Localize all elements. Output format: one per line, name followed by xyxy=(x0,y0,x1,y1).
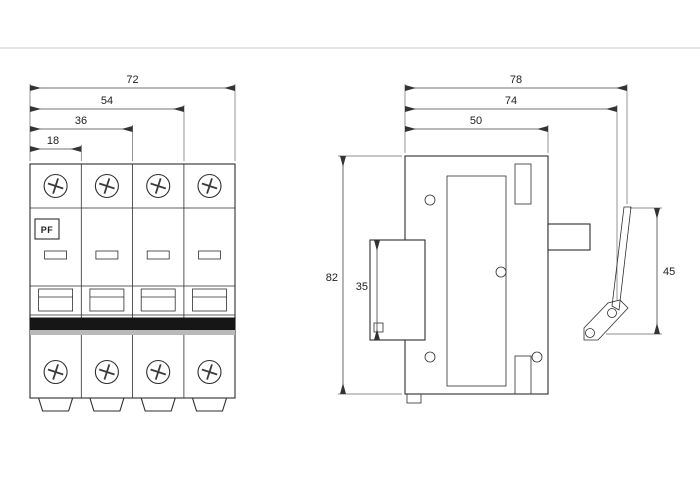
side-extension-lines xyxy=(338,84,662,395)
screw-cross-icon xyxy=(201,364,218,380)
screw-cross-icon xyxy=(47,364,64,380)
terminal-screw-icon xyxy=(197,173,222,199)
indicator-window xyxy=(140,288,176,312)
indicator-window xyxy=(38,288,73,312)
dim-label-front-total: 72 xyxy=(126,74,138,86)
dim-label-front-3pole: 54 xyxy=(101,95,113,107)
rivet-hole-icon xyxy=(424,194,436,206)
screw-cross-icon xyxy=(201,178,218,194)
terminal-block-outline xyxy=(369,239,426,341)
front-dim-54: 54 xyxy=(30,95,184,112)
rivet-hole-icon xyxy=(495,266,507,278)
toggle-lever xyxy=(95,250,119,260)
side-dim-82: 82 xyxy=(326,156,346,394)
terminal-screw-icon xyxy=(94,359,119,385)
pole-module xyxy=(191,173,228,412)
side-dim-74: 74 xyxy=(405,95,617,112)
terminal-screw-icon xyxy=(146,359,171,385)
dim-label-side-total-depth: 78 xyxy=(510,74,522,86)
screw-cross-icon xyxy=(150,178,167,194)
side-dim-35: 35 xyxy=(356,240,380,340)
screw-cross-icon xyxy=(47,178,64,194)
side-inner-contour xyxy=(446,175,507,387)
terminal-screw-icon xyxy=(43,173,68,199)
side-bottom-slot xyxy=(514,355,532,395)
screw-cross-icon xyxy=(99,364,115,380)
rivet-holes xyxy=(424,194,543,363)
side-dim-45: 45 xyxy=(654,208,675,334)
dim-label-side-height: 82 xyxy=(326,272,338,284)
toggle-lever xyxy=(198,250,221,260)
rivet-hole-icon xyxy=(424,351,436,363)
pole-module xyxy=(140,173,176,412)
label-band-gray xyxy=(30,330,235,335)
front-extension-lines xyxy=(29,84,236,161)
pole-dividers xyxy=(80,164,185,398)
pole-module xyxy=(37,173,74,412)
brand-logo: PF xyxy=(34,218,60,240)
terminal-claw xyxy=(191,397,228,412)
label-band-dark xyxy=(29,317,236,331)
brand-logo-label: PF xyxy=(41,225,54,235)
screw-cross-icon xyxy=(99,178,115,194)
front-dim-72: 72 xyxy=(30,74,235,91)
dim-label-terminal-height: 35 xyxy=(356,281,368,293)
toggle-lever xyxy=(44,250,67,260)
terminal-block xyxy=(369,239,426,341)
clip-lever xyxy=(611,206,632,311)
bottom-foot xyxy=(406,393,422,404)
dim-label-side-front-depth: 50 xyxy=(470,115,482,127)
pole-module xyxy=(89,173,125,412)
terminal-claw xyxy=(89,397,125,412)
side-top-slot xyxy=(514,163,532,205)
terminal-screw-icon xyxy=(43,359,68,385)
breaker-side-outline xyxy=(404,155,549,395)
clip-body xyxy=(583,299,629,341)
front-dim-18: 18 xyxy=(30,135,82,152)
terminal-screw-icon xyxy=(197,359,222,385)
indicator-window xyxy=(89,288,125,312)
terminal-screw-icon xyxy=(146,173,171,199)
toggle-lever xyxy=(146,250,170,260)
side-toggle-handle xyxy=(547,223,591,251)
side-view: 78 74 50 82 xyxy=(326,74,675,404)
rivet-hole-icon xyxy=(531,351,543,363)
dim-label-front-1pole: 18 xyxy=(47,135,59,147)
front-dim-36: 36 xyxy=(30,115,133,132)
dim-label-rail-height: 45 xyxy=(663,266,675,278)
terminal-screw-icon xyxy=(94,173,119,199)
terminal-claw xyxy=(37,397,74,412)
front-view: 72 54 36 18 xyxy=(29,74,236,412)
dim-label-side-body-depth: 74 xyxy=(505,95,517,107)
terminal-claw xyxy=(140,397,176,412)
indicator-window xyxy=(192,288,227,312)
screw-cross-icon xyxy=(150,364,167,380)
clip-pivot-icon xyxy=(585,328,595,338)
front-horizontal-lines xyxy=(30,207,235,316)
dim-label-front-2pole: 36 xyxy=(75,115,87,127)
side-dim-78: 78 xyxy=(405,74,627,91)
din-rail-clip xyxy=(583,206,632,341)
clip-pivot-icon xyxy=(607,308,617,318)
side-dim-50: 50 xyxy=(405,115,548,132)
